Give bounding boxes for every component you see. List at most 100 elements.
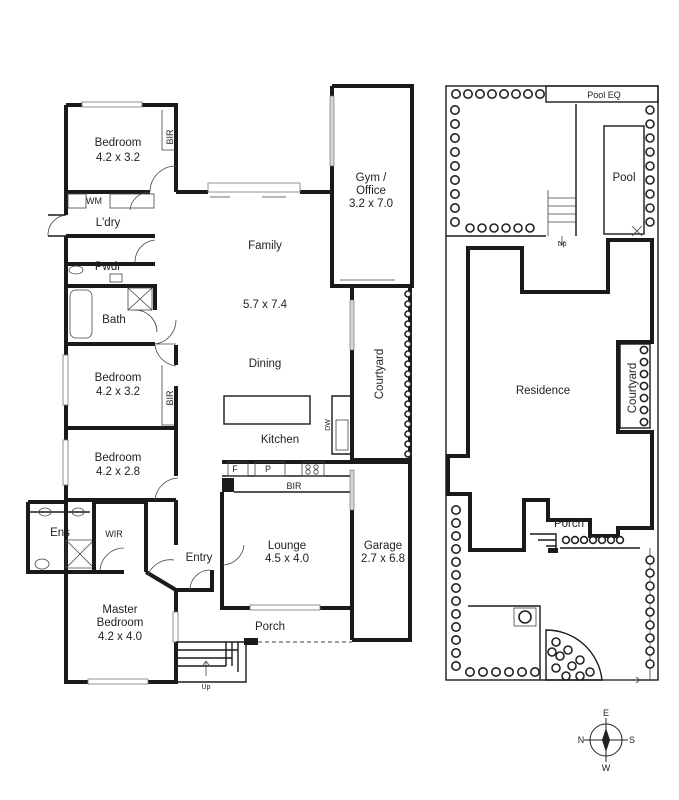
tree-icon [498, 89, 509, 100]
up-label: Up [202, 684, 211, 691]
site-labels: Pool EQ Pool Up Residence Courtyard Porc… [516, 90, 639, 530]
master-dim: 4.2 x 4.0 [98, 631, 142, 643]
tree-icon [450, 543, 461, 554]
tree-icon [513, 223, 523, 233]
bedroom-3-dim: 4.2 x 2.8 [96, 466, 140, 478]
tree-icon [645, 105, 655, 115]
tree-icon [449, 147, 460, 158]
tree-icon [551, 663, 561, 673]
tree-icon [639, 345, 649, 355]
tree-icon [450, 582, 461, 593]
master-label-1: Master [102, 604, 137, 616]
bedroom-3-label: Bedroom [95, 452, 142, 464]
tree-icon [563, 645, 573, 655]
fridge-label: F [232, 464, 238, 474]
tree-icon [404, 400, 412, 408]
tree-icon [450, 660, 461, 671]
bedroom-bottom-walls [62, 428, 179, 502]
ensuite-walls [26, 500, 148, 574]
tree-icon [404, 390, 412, 398]
tree-icon [639, 369, 649, 379]
tree-icon [450, 517, 461, 528]
garden-bed [468, 605, 541, 680]
tree-icon [645, 607, 655, 617]
tree-icon [462, 89, 473, 100]
tree-icon [597, 535, 607, 545]
wm-label: WM [86, 196, 102, 206]
tree-icon [404, 360, 412, 368]
compass: E N S W [578, 708, 635, 773]
tree-icon [561, 671, 571, 681]
residence-label: Residence [516, 385, 570, 397]
site-plan [445, 85, 659, 684]
tree-icon [570, 535, 580, 545]
tree-icon [404, 320, 412, 328]
tree-icon [575, 655, 585, 665]
tree-icon [404, 420, 412, 428]
site-courtyard [619, 343, 651, 429]
kitchen-walls [222, 395, 353, 493]
tree-icon [639, 405, 649, 415]
laundry-walls [47, 191, 155, 264]
tree-icon [551, 637, 561, 647]
compass-n: N [578, 735, 585, 745]
tree-icon [404, 440, 412, 448]
garage-label: Garage [364, 540, 402, 552]
tree-icon [503, 666, 514, 677]
family-dim: 5.7 x 7.4 [243, 299, 288, 311]
tree-icon [450, 89, 461, 100]
tree-icon [404, 350, 412, 358]
tree-icon [645, 659, 655, 669]
dining-label: Dining [249, 358, 282, 370]
residence-outline [446, 238, 654, 552]
tree-icon [450, 569, 461, 580]
lounge-dim: 4.5 x 4.0 [265, 553, 309, 565]
bath-label: Bath [102, 314, 126, 326]
tree-icon [645, 133, 655, 143]
tree-icon [525, 223, 535, 233]
tree-icon [490, 666, 501, 677]
powder-label: Pwdr [95, 261, 121, 273]
tree-icon [404, 450, 412, 458]
kitchen-label: Kitchen [261, 434, 299, 446]
bath-walls [64, 264, 177, 346]
tree-icon [449, 203, 460, 214]
bir-label-1: BIR [165, 129, 175, 145]
tree-icon [404, 290, 412, 298]
tree-icon [449, 133, 460, 144]
lounge-label: Lounge [268, 540, 306, 552]
courtyard-trees [404, 290, 412, 458]
porch-label: Porch [255, 621, 285, 633]
kitchen-bir-label: BIR [286, 481, 302, 491]
courtyard-label: Courtyard [374, 349, 386, 400]
tree-icon [588, 535, 598, 545]
tree-icon [645, 646, 655, 656]
pool-area-lines [446, 104, 577, 237]
laundry-label: L'dry [96, 217, 121, 229]
tree-icon [606, 535, 616, 545]
garage-dim: 2.7 x 6.8 [361, 553, 405, 565]
entry-label: Entry [186, 552, 213, 564]
bedroom-2-dim: 4.2 x 3.2 [96, 386, 140, 398]
family-label: Family [248, 240, 282, 252]
tree-icon [534, 89, 545, 100]
compass-s: S [629, 735, 635, 745]
gym-dim: 3.2 x 7.0 [349, 198, 393, 210]
tree-icon [449, 217, 460, 228]
tree-icon [449, 175, 460, 186]
tree-icon [450, 608, 461, 619]
garage-walls [349, 460, 412, 642]
garden-round-bed [545, 629, 603, 681]
tree-icon [645, 189, 655, 199]
bedroom-middle-walls [62, 344, 178, 430]
pool [603, 125, 645, 235]
master-bedroom-walls [64, 559, 179, 685]
wir-label: WIR [105, 529, 123, 539]
pool-eq-box [545, 85, 659, 103]
tree-icon [449, 189, 460, 200]
tree-icon [404, 340, 412, 348]
tree-icon [404, 430, 412, 438]
gym-label-2: Office [356, 185, 386, 197]
main-plan-labels: Bedroom 4.2 x 3.2 BIR WM L'dry Pwdr Bath… [50, 129, 405, 691]
tree-icon [522, 89, 533, 100]
